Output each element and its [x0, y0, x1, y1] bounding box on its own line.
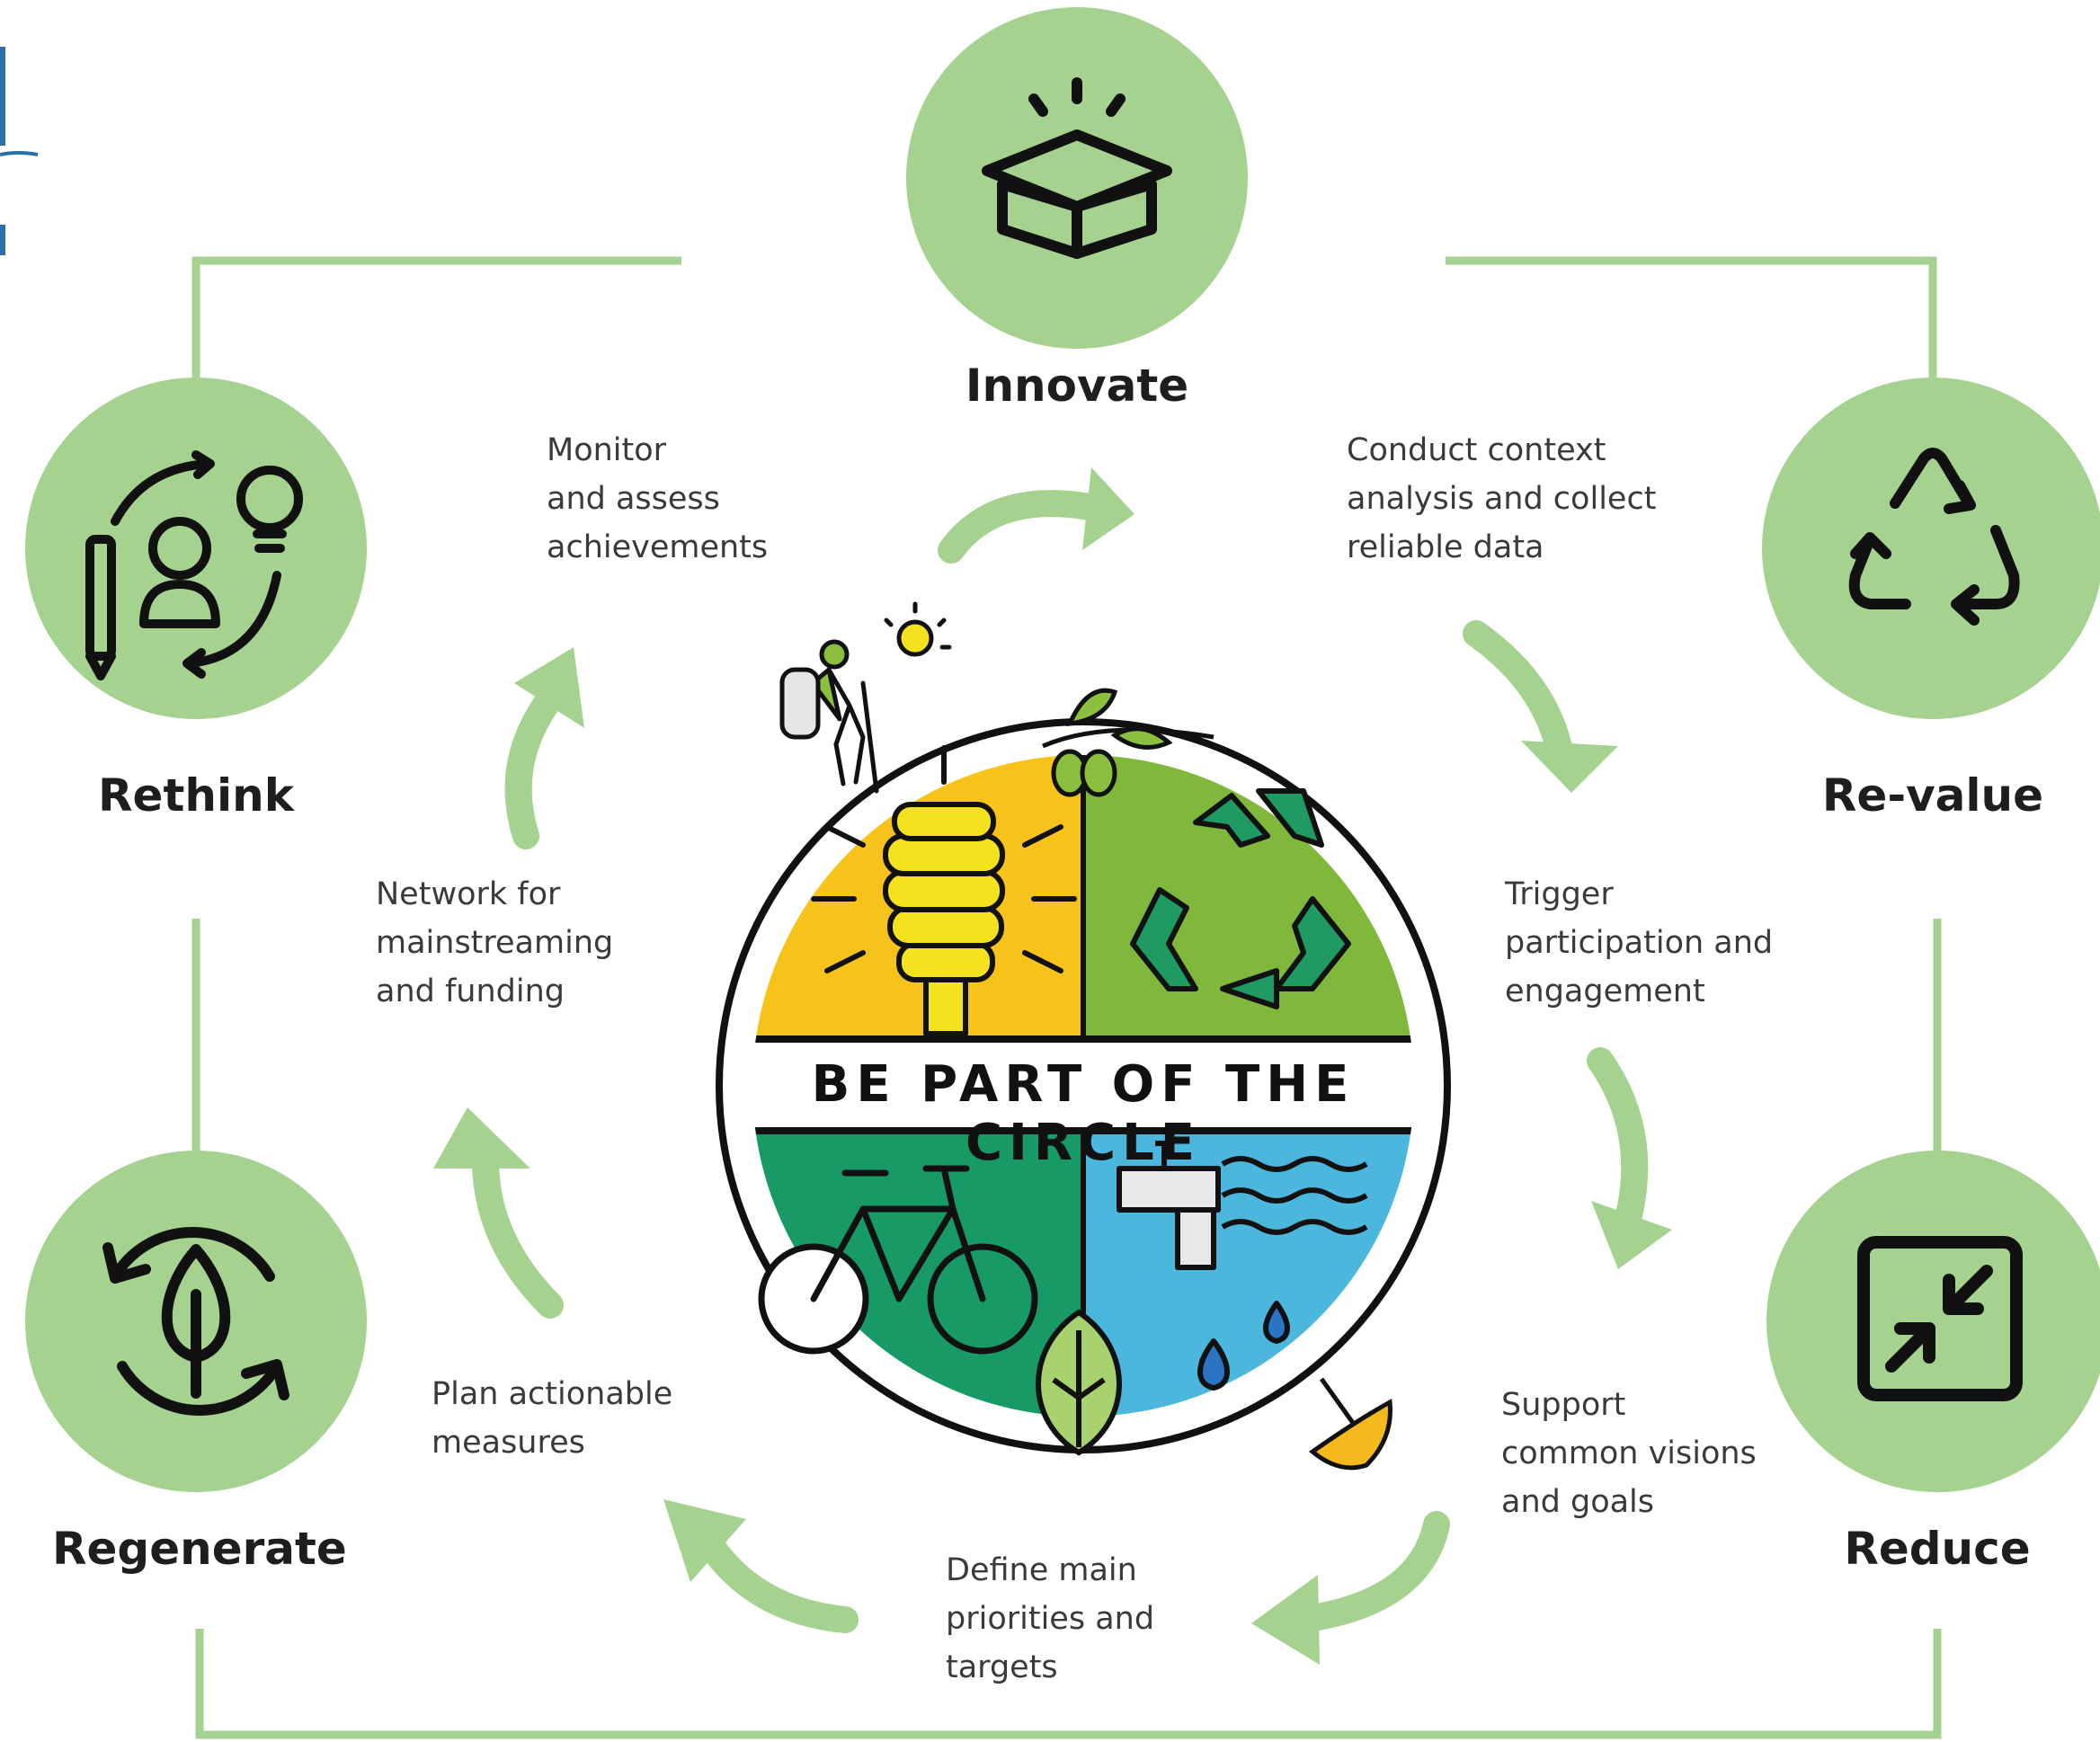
energy-bulb-icon [811, 745, 1077, 1036]
step-network-line-3: and funding [376, 973, 565, 1009]
step-trigger-line-3: engagement [1505, 973, 1705, 1009]
step-network: Network for mainstreaming and funding [376, 870, 613, 1016]
step-define-line-1: Define main [946, 1552, 1137, 1588]
bicycle-icon [758, 1165, 1038, 1355]
reduce-label: Reduce [1844, 1523, 2031, 1575]
flow-arrow-bottom-left [697, 1531, 859, 1633]
compress-arrows-icon [1857, 1236, 2023, 1401]
step-plan: Plan actionable measures [432, 1370, 672, 1467]
step-conduct-line-2: analysis and collect [1347, 481, 1657, 517]
flow-arrow-top [938, 490, 1121, 564]
innovate-circle [906, 7, 1248, 349]
step-support: Support common visions and goals [1501, 1381, 1757, 1526]
step-trigger: Trigger participation and engagement [1505, 870, 1773, 1016]
step-monitor: Monitor and assess achievements [547, 426, 768, 572]
step-network-line-1: Network for [376, 876, 561, 912]
hiker-icon [779, 601, 952, 794]
flow-arrow-top-right [1463, 620, 1574, 769]
flow-arrow-right [1587, 1047, 1649, 1236]
umbrella-icon [1308, 1377, 1393, 1471]
water-tap-icon [1117, 1141, 1368, 1391]
revalue-circle [1762, 378, 2100, 719]
recycle-arrows-icon [1848, 448, 2020, 626]
step-plan-line-1: Plan actionable [432, 1376, 673, 1412]
revalue-label: Re-value [1821, 769, 2044, 822]
step-support-line-3: and goals [1501, 1484, 1655, 1520]
innovate-label: Innovate [965, 360, 1189, 412]
step-plan-line-2: measures [432, 1425, 585, 1461]
flow-arrow-bottom-right [1299, 1511, 1450, 1631]
rethink-person-bulb-icon [85, 450, 303, 680]
circle-banner: BE PART OF THE CIRCLE [811, 1055, 1356, 1172]
flow-arrows [433, 467, 1672, 1665]
step-conduct: Conduct context analysis and collect rel… [1347, 426, 1656, 572]
connector-lines [191, 256, 1942, 1739]
step-trigger-line-1: Trigger [1505, 876, 1614, 912]
recycle-icon [1130, 788, 1351, 1009]
olive-branch-icon [1042, 688, 1215, 797]
step-define-line-3: targets [946, 1649, 1058, 1685]
step-conduct-line-3: reliable data [1347, 529, 1544, 565]
reduce-circle [1766, 1151, 2100, 1492]
step-monitor-line-3: achievements [547, 529, 769, 565]
step-define: Define main priorities and targets [946, 1546, 1154, 1692]
flow-arrow-left [472, 1146, 564, 1319]
center-emblem [716, 601, 1451, 1471]
regenerate-label: Regenerate [52, 1523, 347, 1575]
open-box-icon [982, 77, 1172, 259]
leaf-icon [1036, 1309, 1122, 1456]
step-support-line-2: common visions [1501, 1435, 1757, 1471]
step-support-line-1: Support [1501, 1387, 1626, 1423]
step-conduct-line-1: Conduct context [1347, 432, 1606, 468]
step-network-line-2: mainstreaming [376, 925, 614, 961]
cropped-logo-mark [0, 47, 39, 255]
leaf-cycle-icon [102, 1227, 289, 1416]
step-monitor-line-2: and assess [547, 481, 720, 517]
rethink-label: Rethink [98, 769, 294, 822]
flow-arrow-top-left [504, 688, 562, 849]
step-monitor-line-1: Monitor [547, 432, 667, 468]
step-trigger-line-2: participation and [1505, 925, 1774, 961]
step-define-line-2: priorities and [946, 1601, 1155, 1637]
